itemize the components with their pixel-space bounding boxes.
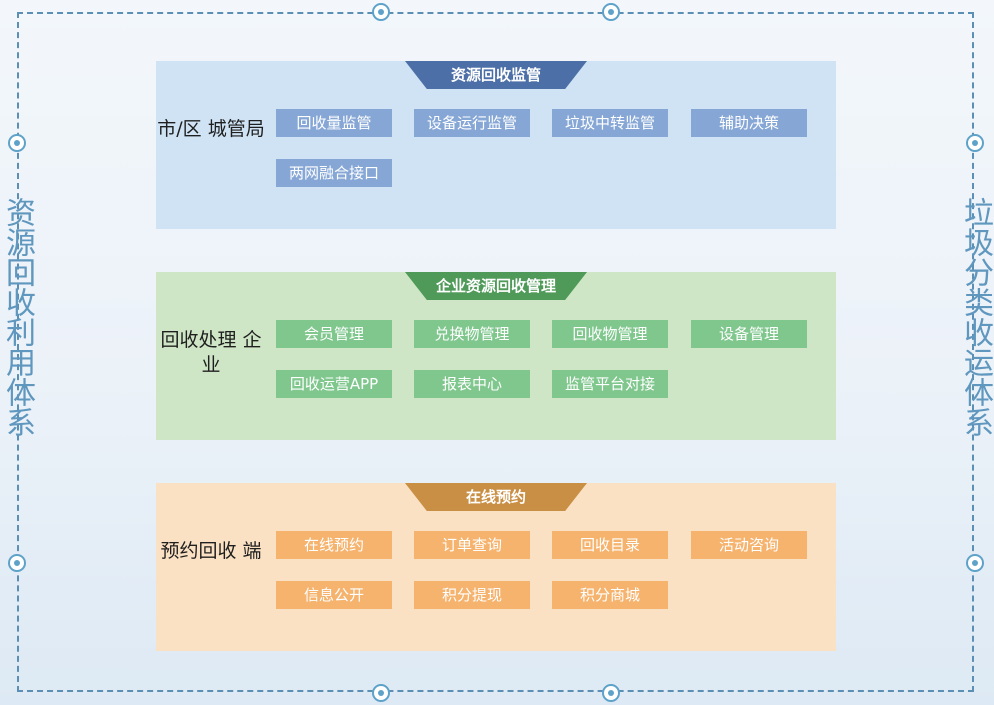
connector-dot-left-upper xyxy=(8,134,26,152)
connector-dot-left-lower xyxy=(8,554,26,572)
connector-dot-right-lower xyxy=(966,554,984,572)
connector-dot-right-upper xyxy=(966,134,984,152)
connector-dot-top-right xyxy=(602,3,620,21)
ribbon-reservation: 在线预约 xyxy=(405,483,587,511)
title-enterprise: 回收处理 企业 xyxy=(160,329,262,376)
panel-regulation: 资源回收监管 市/区 城管局 回收量监管 设备运行监管 垃圾中转监管 辅助决策 … xyxy=(156,61,836,229)
connector-dot-bottom-right xyxy=(602,684,620,702)
module-button[interactable]: 积分商城 xyxy=(552,581,668,609)
module-button[interactable]: 会员管理 xyxy=(276,320,392,348)
module-button[interactable]: 订单查询 xyxy=(414,531,530,559)
left-side-label: 资源回收利用体系 xyxy=(0,197,35,437)
module-button[interactable]: 辅助决策 xyxy=(691,109,807,137)
panel-reservation: 在线预约 预约回收 端 在线预约 订单查询 回收目录 活动咨询 信息公开 积分提… xyxy=(156,483,836,651)
module-button[interactable]: 两网融合接口 xyxy=(276,159,392,187)
module-button[interactable]: 报表中心 xyxy=(414,370,530,398)
title-reservation: 预约回收 端 xyxy=(160,540,262,562)
module-button[interactable]: 回收运营APP xyxy=(276,370,392,398)
module-button[interactable]: 兑换物管理 xyxy=(414,320,530,348)
module-button[interactable]: 活动咨询 xyxy=(691,531,807,559)
module-button[interactable]: 设备管理 xyxy=(691,320,807,348)
ribbon-enterprise: 企业资源回收管理 xyxy=(405,272,587,300)
module-button[interactable]: 回收目录 xyxy=(552,531,668,559)
connector-dot-top-left xyxy=(372,3,390,21)
panel-enterprise: 企业资源回收管理 回收处理 企业 会员管理 兑换物管理 回收物管理 设备管理 回… xyxy=(156,272,836,440)
dashed-frame xyxy=(17,12,974,692)
title-city-bureau: 市/区 城管局 xyxy=(157,118,265,140)
right-side-label: 垃圾分类收运体系 xyxy=(958,197,993,437)
module-button[interactable]: 信息公开 xyxy=(276,581,392,609)
ribbon-regulation: 资源回收监管 xyxy=(405,61,587,89)
module-button[interactable]: 积分提现 xyxy=(414,581,530,609)
connector-dot-bottom-left xyxy=(372,684,390,702)
module-button[interactable]: 在线预约 xyxy=(276,531,392,559)
module-button[interactable]: 回收物管理 xyxy=(552,320,668,348)
module-button[interactable]: 监管平台对接 xyxy=(552,370,668,398)
module-button[interactable]: 垃圾中转监管 xyxy=(552,109,668,137)
module-button[interactable]: 回收量监管 xyxy=(276,109,392,137)
module-button[interactable]: 设备运行监管 xyxy=(414,109,530,137)
